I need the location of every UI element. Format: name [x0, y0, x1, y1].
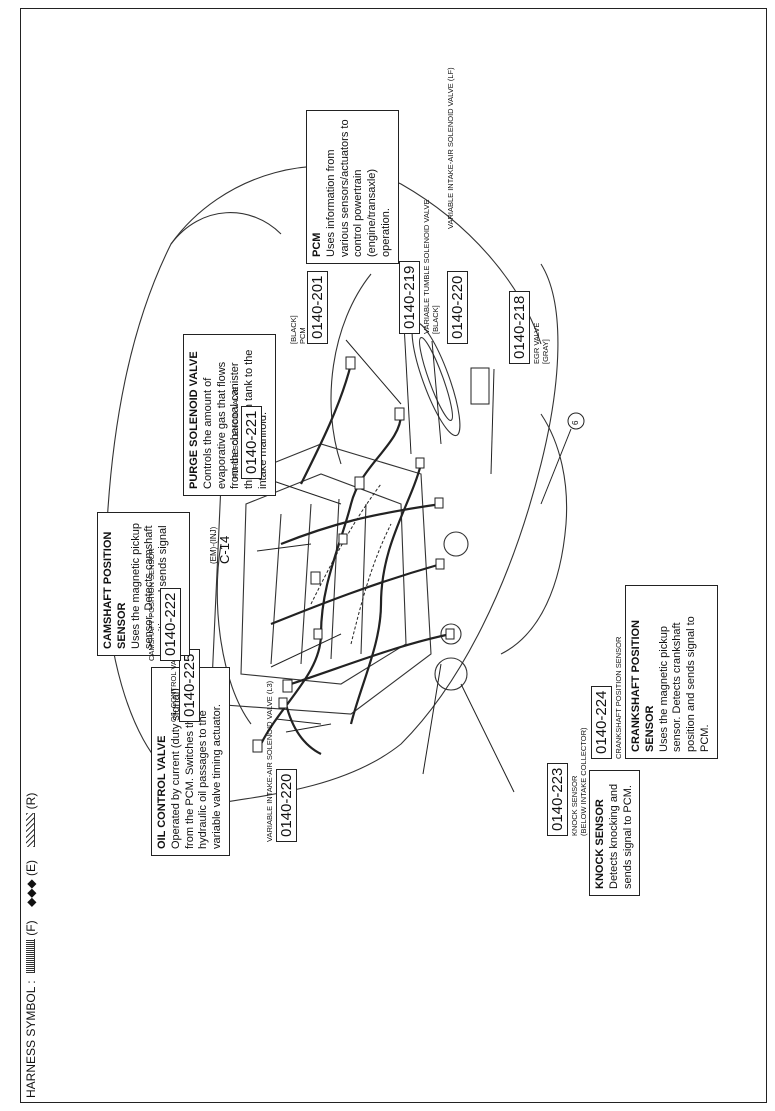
crankshaft-sensor-title: CRANKSHAFT POSITION SENSOR: [630, 620, 656, 752]
leader-pcm: [345, 339, 402, 405]
leader-ground: [540, 428, 572, 505]
pcm-name: PCM: [298, 327, 307, 344]
fender-outline: [170, 165, 542, 345]
leader-crankshaft: [422, 663, 442, 775]
crankshaft-sensor-name: CRANKSHAFT POSITION SENSOR: [614, 636, 623, 759]
connector-c14-code: C-14: [217, 535, 232, 564]
crankshaft-sensor-box: CRANKSHAFT POSITION SENSOR Uses the magn…: [625, 585, 718, 759]
knock-sensor-title: KNOCK SENSOR: [594, 799, 606, 889]
pcm-color: [BLACK]: [289, 315, 298, 344]
pcm-title: PCM: [311, 232, 323, 257]
vis-valve-l3-code: 0140-220: [276, 768, 297, 842]
connector-stub: [338, 533, 348, 545]
pcm-box: PCM Uses information from various sensor…: [306, 110, 399, 264]
egr-valve-color: [GRAY]: [541, 339, 550, 364]
camshaft-sensor-title: CAMSHAFT POSITION SENSOR: [102, 531, 128, 649]
leader-c14: [256, 543, 312, 552]
hood-outline: [104, 212, 282, 775]
oil-control-valve-title: OIL CONTROL VALVE: [156, 735, 168, 849]
knock-sensor-name: KNOCK SENSOR: [570, 775, 579, 836]
connector-stub: [313, 628, 323, 640]
vis-valve-l3-name: VARIABLE INTAKE-AIR SOLENOID VALVE (L3): [265, 680, 274, 842]
bumper-outline: [210, 263, 559, 805]
vis-valve-lf-name: VARIABLE INTAKE-AIR SOLENOID VALVE (LF): [446, 67, 455, 229]
knock-sensor-desc: Detects knocking and sends signal to PCM…: [607, 783, 634, 889]
pcm-connector: [470, 367, 490, 405]
camshaft-sensor-name: CAMSHAFT POSITION SENSOR: [147, 548, 156, 661]
connector-stub: [394, 407, 405, 421]
engine-harness-drawing: [104, 165, 585, 805]
leader-oil-control-valve: [285, 723, 332, 733]
vts-valve-name: VARIABLE TUMBLE SOLENOID VALVE: [422, 199, 431, 335]
leader-vis-l3: [275, 718, 322, 725]
leader-knock: [460, 683, 515, 793]
pcm-desc: Uses information from various sensors/ac…: [324, 119, 392, 257]
pcm-code: 0140-201: [307, 270, 328, 344]
connector-stub: [434, 497, 444, 509]
oil-control-valve-code: 0140-225: [179, 648, 200, 722]
main-harness: [260, 413, 403, 745]
connector-stub: [354, 476, 365, 490]
knock-sensor-sub: (BELOW INTAKE COLLECTOR): [579, 727, 588, 837]
connector-stub: [252, 739, 263, 753]
connector-stub: [278, 697, 288, 709]
leader-vts: [403, 323, 412, 455]
egr-valve-name: EGR VALVE: [532, 322, 541, 364]
leader-camshaft: [270, 633, 342, 668]
connector-stub: [345, 356, 356, 370]
egr-valve-code: 0140-218: [509, 290, 530, 364]
connector-stub: [282, 679, 293, 693]
connector-stub: [415, 457, 425, 469]
camshaft-sensor-code: 0140-222: [160, 587, 181, 661]
rotated-diagram: HARNESS SYMBOL : (F) ◆◆◆ (E) (R): [21, 9, 768, 1104]
connector-stub: [310, 571, 321, 585]
connector-stub: [445, 628, 455, 640]
vis-valve-lf-code: 0140-220: [447, 270, 468, 344]
crankshaft-sensor-code: 0140-224: [591, 685, 612, 759]
knock-sensor-box: KNOCK SENSOR Detects knocking and sends …: [589, 770, 641, 896]
leader-egr: [490, 368, 495, 475]
vts-valve-color: [BLACK]: [431, 305, 440, 334]
connector-stub: [435, 558, 445, 570]
ground-point-label: 6: [571, 420, 580, 425]
crankshaft-sensor-desc: Uses the magnetic pickup sensor. Detects…: [657, 616, 711, 752]
vts-valve-code: 0140-219: [399, 260, 420, 334]
knock-sensor-code: 0140-223: [547, 762, 568, 836]
ground-point-circle: [567, 412, 585, 430]
purge-solenoid-name: PURGE SOLENOID VALVE: [231, 386, 240, 479]
purge-solenoid-code: 0140-221: [241, 405, 262, 479]
leader-vis-lf: [431, 340, 442, 445]
purge-solenoid-title: PURGE SOLENOID VALVE: [188, 351, 200, 489]
diagram-frame: HARNESS SYMBOL : (F) ◆◆◆ (E) (R): [20, 8, 767, 1103]
